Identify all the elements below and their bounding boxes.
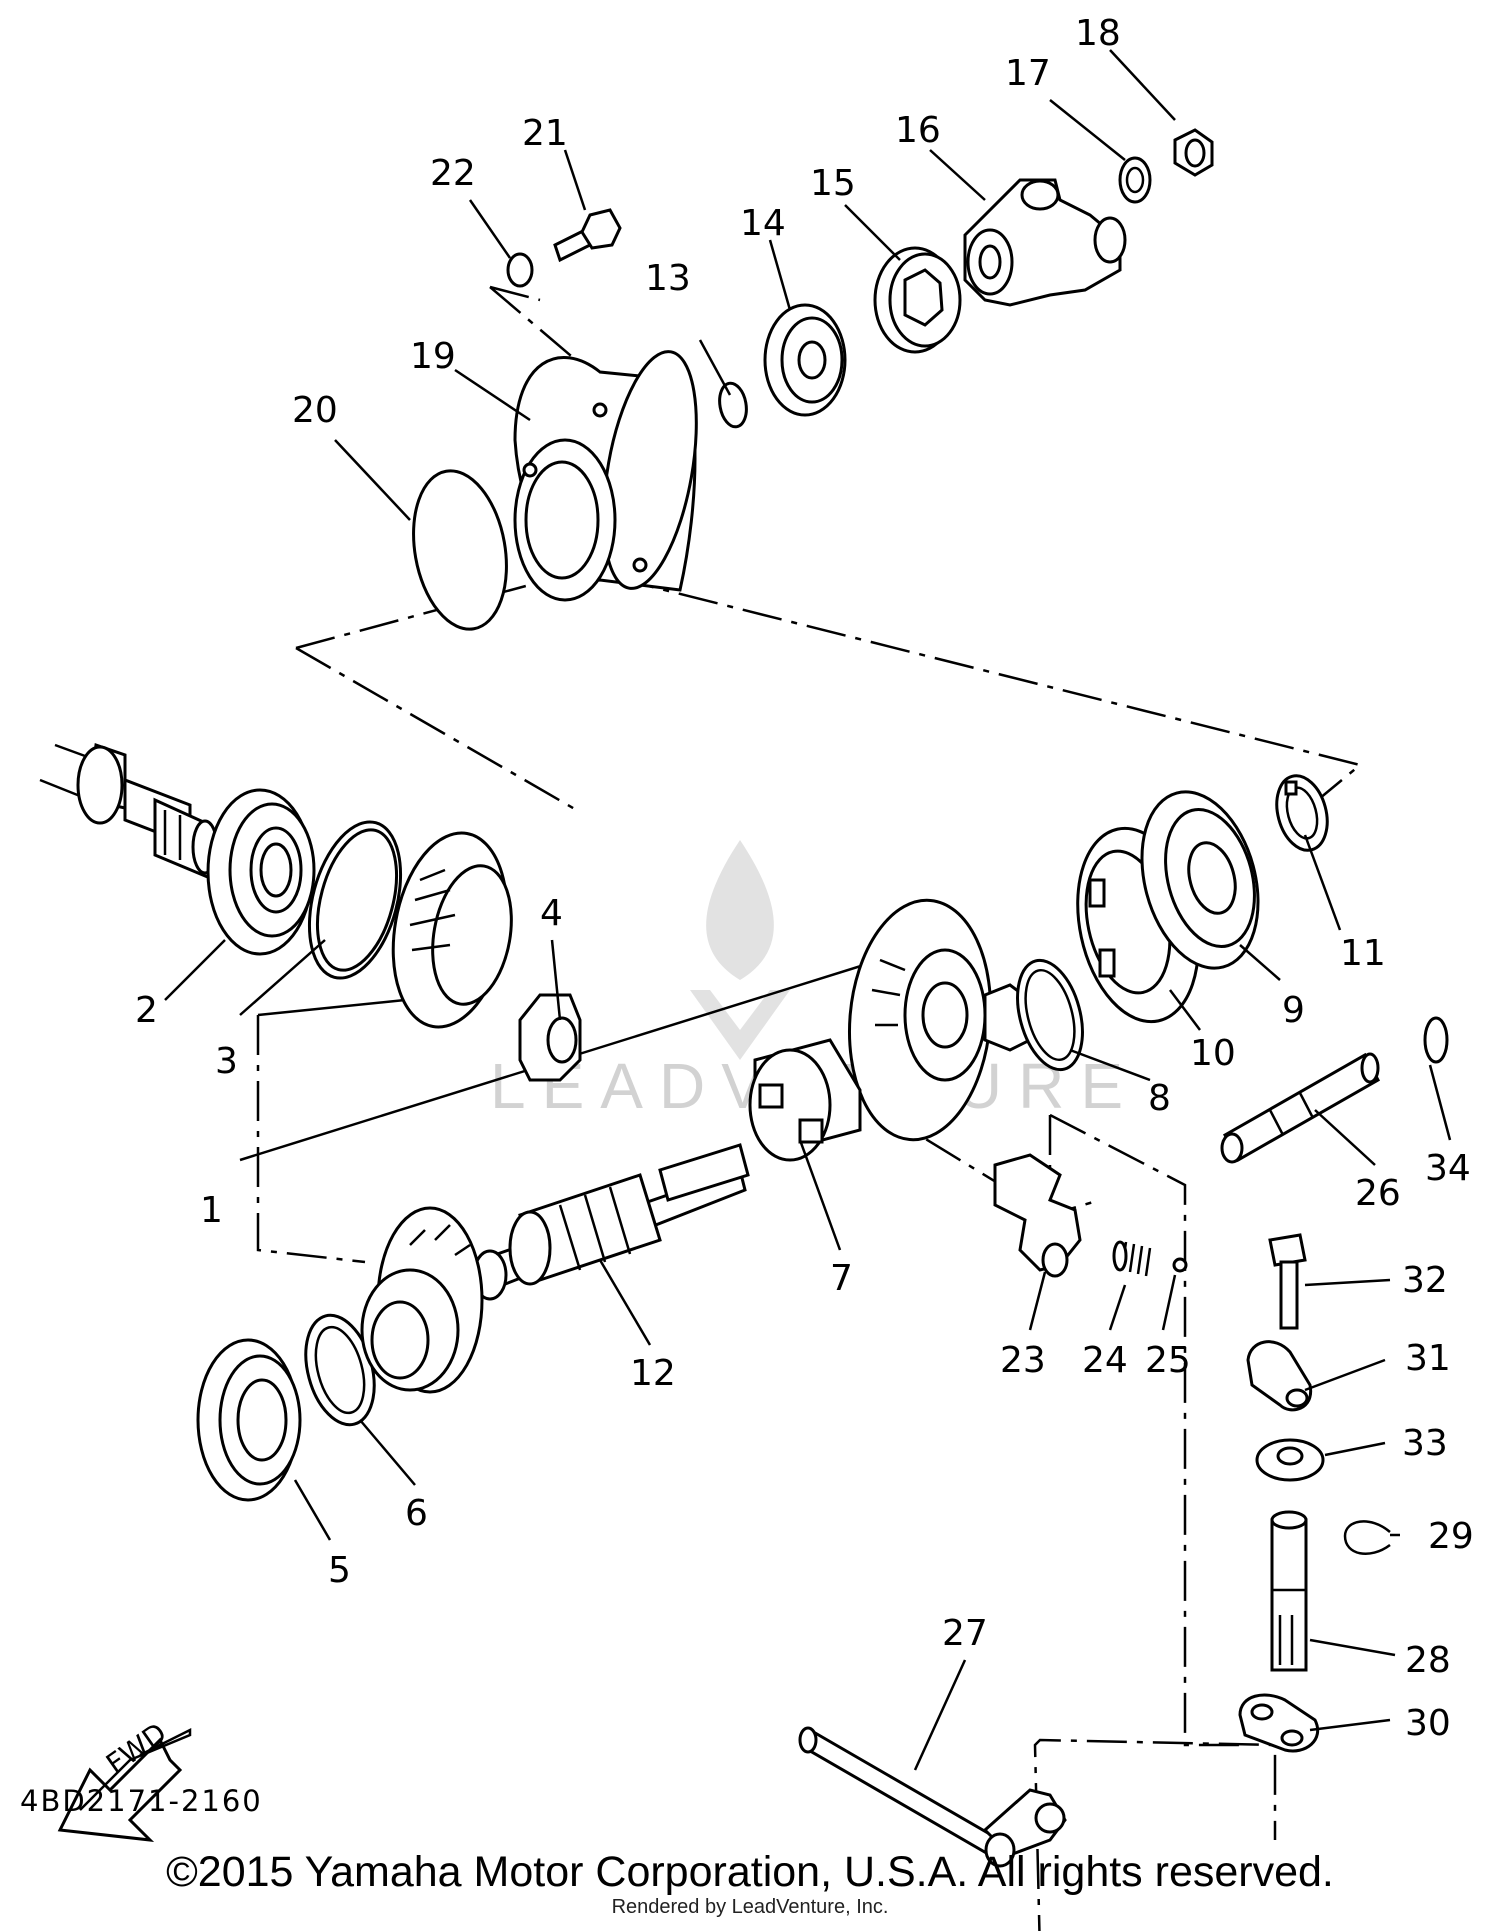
callout-30: 30 <box>1405 1703 1451 1744</box>
bearing-14-drawing <box>763 303 847 417</box>
washer-13-drawing <box>718 381 748 429</box>
gear-1-drawing <box>847 898 1032 1142</box>
callout-22: 22 <box>430 153 476 194</box>
callout-25: 25 <box>1145 1340 1191 1381</box>
washer-17-drawing <box>1118 156 1152 204</box>
callout-18: 18 <box>1075 13 1121 54</box>
callout-13: 13 <box>645 258 691 299</box>
fwd-arrow-icon: FWD <box>57 1716 192 1842</box>
callout-27: 27 <box>942 1613 988 1654</box>
callout-7: 7 <box>830 1258 853 1299</box>
gasket-20-drawing <box>412 469 508 631</box>
dog-clutch-7-drawing <box>748 1038 862 1162</box>
callout-11: 11 <box>1340 933 1386 974</box>
callout-12: 12 <box>630 1353 676 1394</box>
callout-6: 6 <box>405 1493 428 1534</box>
callout-17: 17 <box>1005 53 1051 94</box>
shift-fork-23-drawing <box>993 1153 1082 1278</box>
seal-15-drawing <box>873 246 962 354</box>
circlip-29-drawing <box>1343 1520 1391 1555</box>
callout-24: 24 <box>1082 1340 1128 1381</box>
callout-20: 20 <box>292 390 338 431</box>
copyright-text: ©2015 Yamaha Motor Corporation, U.S.A. A… <box>166 1848 1334 1896</box>
callout-3: 3 <box>215 1041 238 1082</box>
rendered-by-text: Rendered by LeadVenture, Inc. <box>611 1896 889 1918</box>
callout-34: 34 <box>1425 1148 1471 1189</box>
callout-29: 29 <box>1428 1516 1474 1557</box>
bolt-21-drawing <box>553 208 622 263</box>
callout-15: 15 <box>810 163 856 204</box>
callout-31: 31 <box>1405 1338 1451 1379</box>
callout-33: 33 <box>1402 1423 1448 1464</box>
pinion-gear-drawing <box>360 1206 484 1394</box>
diagram-code: 4BD2171-2160 <box>20 1784 263 1818</box>
callout-32: 32 <box>1402 1260 1448 1301</box>
callout-1: 1 <box>200 1190 223 1231</box>
callout-23: 23 <box>1000 1340 1046 1381</box>
housing-19-drawing <box>513 350 698 602</box>
bolt-32-drawing <box>1268 1233 1307 1330</box>
yoke-16-drawing <box>963 178 1127 307</box>
shaft-28-drawing <box>1270 1510 1308 1672</box>
plate-31-drawing <box>1246 1340 1313 1412</box>
shift-lever-27-drawing <box>798 1726 1067 1868</box>
nut-18-drawing <box>1173 128 1214 177</box>
bearing-5-drawing <box>196 1338 302 1502</box>
callout-numbers: 1 2 3 4 5 6 7 8 9 10 11 12 13 14 15 16 1… <box>135 13 1474 1744</box>
callout-26: 26 <box>1355 1173 1401 1214</box>
o-ring-34-drawing <box>1423 1016 1449 1064</box>
ball-25-drawing <box>1172 1257 1188 1273</box>
callout-4: 4 <box>540 893 563 934</box>
callout-14: 14 <box>740 203 786 244</box>
washer-33-drawing <box>1255 1438 1325 1482</box>
callout-5: 5 <box>328 1550 351 1591</box>
callout-28: 28 <box>1405 1640 1451 1681</box>
callout-19: 19 <box>410 336 456 377</box>
pinion-shaft-drawing <box>39 742 219 881</box>
shaft-12-drawing <box>472 1143 750 1301</box>
bearing-2-drawing <box>206 788 316 956</box>
callout-9: 9 <box>1282 990 1305 1031</box>
callout-8: 8 <box>1148 1078 1171 1119</box>
callout-16: 16 <box>895 110 941 151</box>
callout-2: 2 <box>135 990 158 1031</box>
shift-rod-26-drawing <box>1220 1052 1380 1164</box>
spring-24-drawing <box>1112 1240 1152 1277</box>
washer-8-drawing <box>1016 958 1084 1072</box>
bearing-9-drawing <box>1140 790 1260 970</box>
ring-3-drawing <box>307 820 403 980</box>
callout-10: 10 <box>1190 1033 1236 1074</box>
callout-21: 21 <box>522 113 568 154</box>
plate-30-drawing <box>1238 1693 1320 1753</box>
lock-washer-11-drawing <box>1275 774 1329 852</box>
callout-leaders <box>164 49 1452 1771</box>
nut-4-drawing <box>518 993 582 1082</box>
washer-22-drawing <box>506 252 534 288</box>
ring-gear-cone-drawing <box>391 831 513 1029</box>
